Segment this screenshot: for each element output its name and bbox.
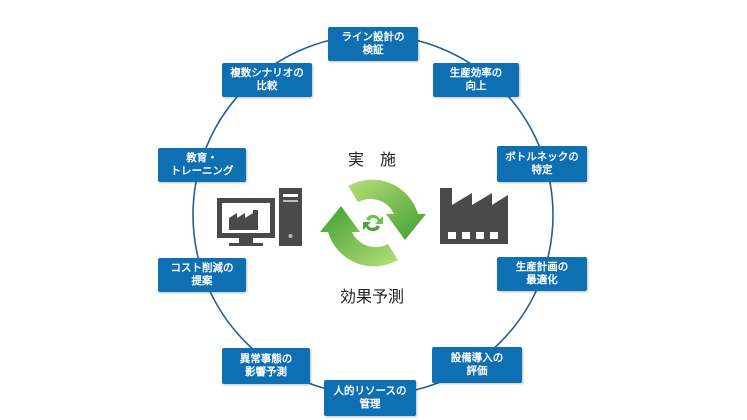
node-line1: 複数シナリオの: [230, 67, 304, 79]
node-production-plan-optimization: 生産計画の 最適化: [497, 257, 587, 291]
node-line1: 設備導入の: [450, 352, 504, 364]
node-abnormal-impact-prediction: 異常事態の 影響予測: [222, 348, 310, 384]
node-scenario-comparison: 複数シナリオの 比較: [222, 63, 312, 97]
node-line2: 影響予測: [245, 366, 287, 378]
node-line1: 異常事態の: [239, 353, 293, 365]
cycle-arrows-icon: [320, 179, 426, 267]
node-line2: 提案: [191, 275, 213, 287]
node-equipment-evaluation: 設備導入の 評価: [432, 347, 522, 383]
node-line1: 教育・: [186, 152, 218, 164]
computer-icon: [217, 188, 302, 246]
node-line2: 管理: [359, 398, 381, 410]
node-line1: コスト削減の: [170, 262, 234, 274]
factory-icon: [440, 188, 508, 244]
node-line2: トレーニング: [170, 165, 234, 177]
node-line1: ボトルネックの: [505, 151, 579, 163]
node-bottleneck-identification: ボトルネックの 特定: [497, 146, 587, 182]
center-top-label: 実 施: [348, 150, 397, 169]
node-production-efficiency: 生産効率の 向上: [433, 63, 519, 97]
node-education-training: 教育・ トレーニング: [158, 148, 246, 182]
node-line2: 比較: [256, 80, 278, 92]
node-line2: 向上: [465, 80, 487, 92]
node-line1: 人的リソースの: [333, 385, 407, 397]
node-line-design-verification: ライン設計の 検証: [328, 27, 418, 61]
node-line2: 特定: [531, 164, 553, 176]
node-line2: 評価: [466, 365, 488, 377]
node-human-resource-management: 人的リソースの 管理: [324, 380, 416, 416]
node-line2: 最適化: [526, 274, 558, 286]
node-line1: 生産効率の: [449, 67, 503, 79]
node-cost-reduction-proposal: コスト削減の 提案: [158, 258, 246, 292]
node-line1: 生産計画の: [515, 261, 569, 273]
center-bottom-label: 効果予測: [340, 287, 405, 306]
node-line2: 検証: [362, 44, 384, 56]
node-line1: ライン設計の: [341, 31, 405, 43]
